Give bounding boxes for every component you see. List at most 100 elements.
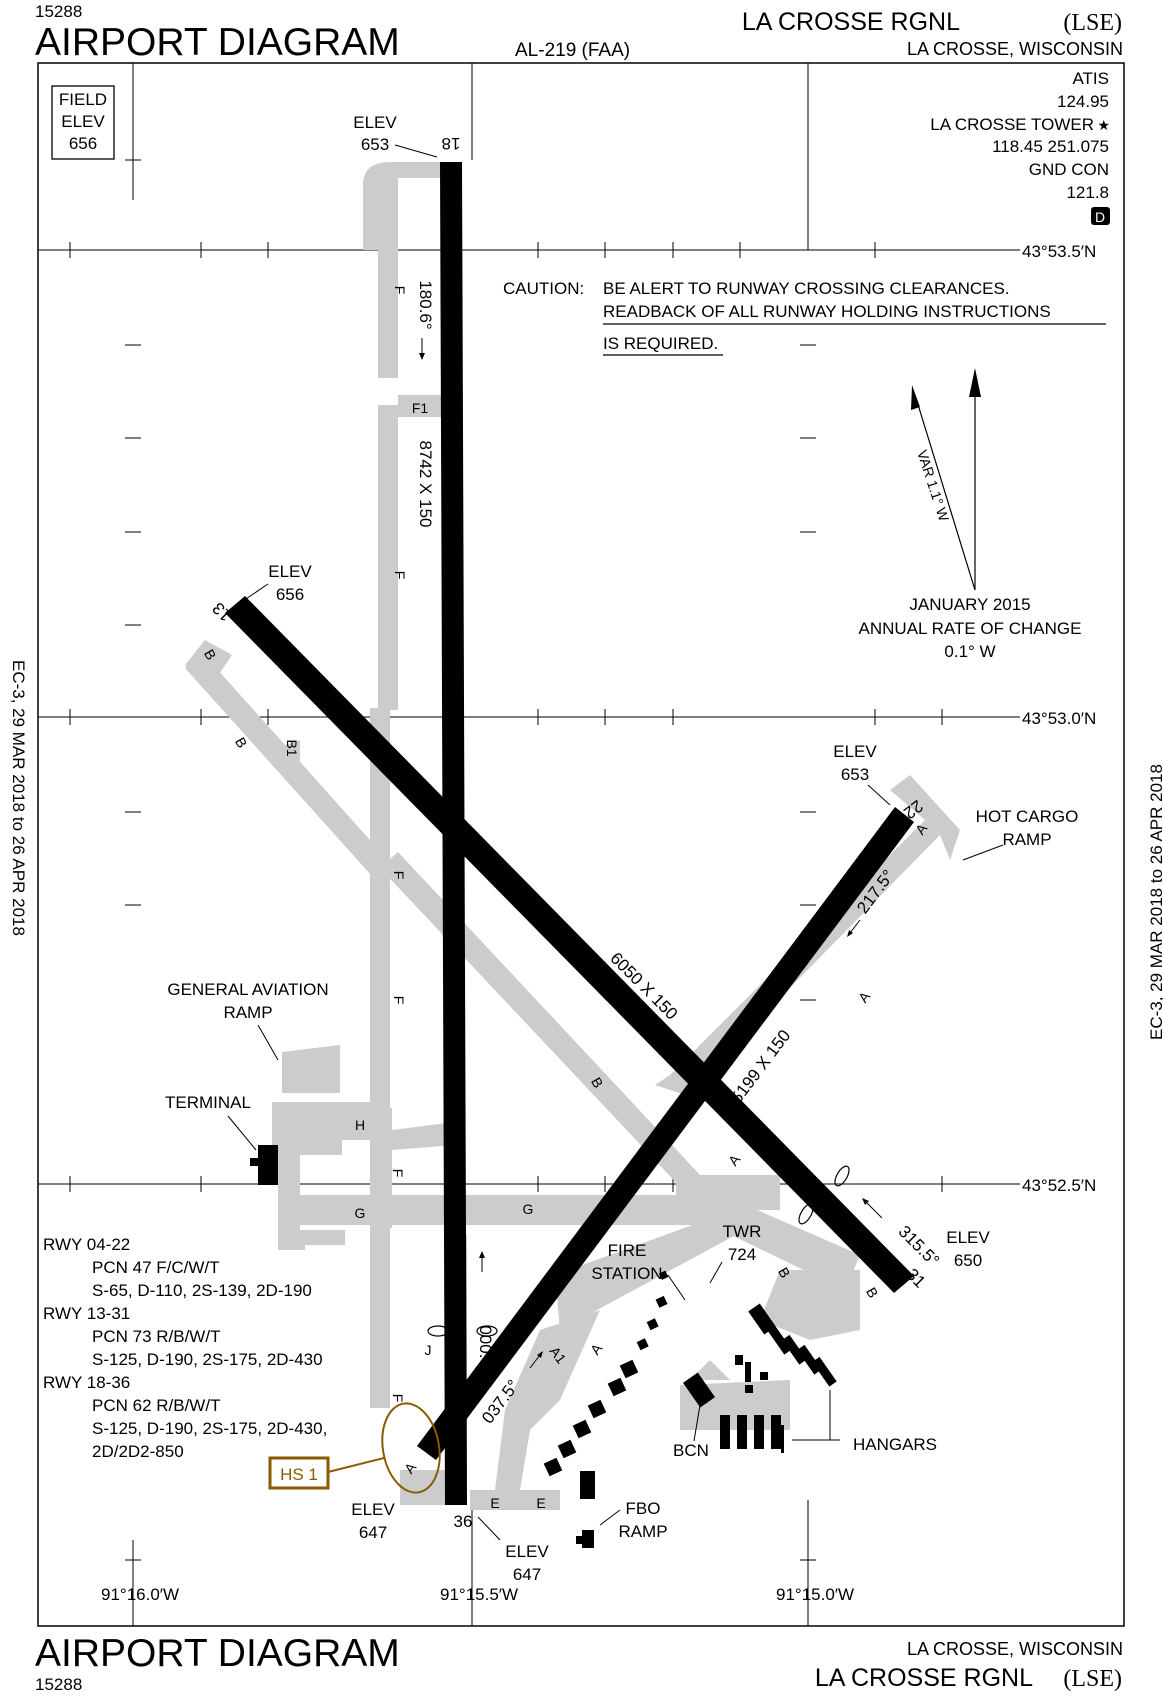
- lon-label-3: 91°15.0′W: [776, 1585, 854, 1604]
- terminal-building: [258, 1145, 278, 1185]
- rwy-heading-315: 315.5°: [895, 1222, 943, 1270]
- lon-label-2: 91°15.5′W: [440, 1585, 518, 1604]
- frequency-block: ATIS 124.95 LA CROSSE TOWER ★ 118.45 251…: [930, 69, 1110, 225]
- rwy-info-04-22-pcn: PCN 47 F/C/W/T: [92, 1258, 220, 1277]
- rwy-heading-000: 000.6°: [476, 1325, 495, 1374]
- airport-name-bottom: LA CROSSE RGNL: [815, 1664, 1033, 1692]
- rwy-info-04-22-title: RWY 04-22: [43, 1235, 130, 1254]
- elev-13: 656: [276, 585, 304, 604]
- effective-dates-left: EC-3, 29 MAR 2018 to 26 APR 2018: [9, 660, 28, 936]
- ground-label: GND CON: [1029, 160, 1109, 179]
- facility-labels: GENERAL AVIATION RAMP TERMINAL HOT CARGO…: [165, 807, 1078, 1541]
- rwy-36-end: 36: [454, 1512, 473, 1531]
- taxiway-G-1: G: [355, 1205, 366, 1221]
- hot-spot-box: [268, 1456, 330, 1490]
- hot-cargo-label-2: RAMP: [1002, 830, 1051, 849]
- terminal-label: TERMINAL: [165, 1093, 251, 1112]
- taxiway-F-3: F: [391, 871, 407, 880]
- rwy-18-36-dimensions: 8742 X 150: [416, 441, 435, 528]
- grid-ticks: [69, 159, 943, 1561]
- taxiway-B1: B1: [284, 739, 300, 756]
- effective-dates-right: EC-3, 29 MAR 2018 to 26 APR 2018: [1147, 764, 1163, 1040]
- elev-36: 647: [513, 1565, 541, 1584]
- field-elev-box: [51, 85, 115, 160]
- rwy-info-18-36-weights: S-125, D-190, 2S-175, 2D-430,: [92, 1419, 327, 1438]
- lat-lon-grid: [38, 63, 1020, 1626]
- rwy-info-18-36-pcn: PCN 62 R/B/W/T: [92, 1396, 220, 1415]
- taxiway-A-4: A: [587, 1340, 606, 1358]
- caution-note: CAUTION: BE ALERT TO RUNWAY CROSSING CLE…: [503, 279, 1106, 356]
- caution-line3: IS REQUIRED.: [603, 334, 718, 353]
- taxiway-B-5: B: [863, 1284, 882, 1300]
- hot-cargo-label-1: HOT CARGO: [976, 807, 1079, 826]
- taxiway-F-5: F: [390, 1169, 406, 1178]
- elev-word-13: ELEV: [268, 562, 312, 581]
- hot-spot-leader: [327, 1457, 385, 1473]
- taxiway-F-2: F: [392, 571, 408, 580]
- caution-prefix: CAUTION:: [503, 279, 584, 298]
- taxiway-A-3: A: [725, 1151, 744, 1169]
- rwy-18-end: 18: [442, 134, 461, 153]
- buildings: [250, 1145, 837, 1548]
- runway-info-block: RWY 04-22 PCN 47 F/C/W/T S-65, D-110, 2S…: [43, 1235, 327, 1461]
- tower-label: TWR: [723, 1222, 762, 1241]
- taxiway-G-2: G: [523, 1201, 534, 1217]
- lon-label-1: 91°16.0′W: [101, 1585, 179, 1604]
- d-atis-icon: [1091, 207, 1110, 225]
- runways: [225, 162, 914, 1505]
- hangars-label: HANGARS: [853, 1435, 937, 1454]
- airport-id-top: (LSE): [1063, 10, 1122, 36]
- caution-line1: BE ALERT TO RUNWAY CROSSING CLEARANCES.: [603, 279, 1010, 298]
- fire-station-label-1: FIRE: [608, 1241, 647, 1260]
- diagram-title-bottom: AIRPORT DIAGRAM: [35, 1632, 400, 1675]
- taxiway-E-1: E: [490, 1495, 499, 1511]
- fire-station-label-2: STATION: [591, 1264, 662, 1283]
- elev-word-36: ELEV: [505, 1542, 549, 1561]
- elev-word-22: ELEV: [833, 742, 877, 761]
- runway-04-22: [417, 807, 914, 1460]
- elev-04: 647: [359, 1523, 387, 1542]
- mag-var-label: VAR 1.1° W: [914, 448, 952, 524]
- rwy-info-04-22-weights: S-65, D-110, 2S-139, 2D-190: [92, 1281, 312, 1300]
- elev-22: 653: [841, 765, 869, 784]
- elev-word-31: ELEV: [946, 1228, 990, 1247]
- doc-number-bottom: 15288: [35, 1675, 82, 1694]
- taxiway-B-2: B: [232, 734, 251, 750]
- taxiway-F-4: F: [391, 996, 407, 1005]
- true-north-arrow: [969, 368, 981, 397]
- field-elev-line1: FIELD: [59, 90, 107, 109]
- star-icon: ★: [1097, 117, 1110, 133]
- tower-label: LA CROSSE TOWER: [930, 115, 1094, 134]
- diagram-frame: [37, 62, 1125, 1627]
- taxiway-H: H: [355, 1117, 365, 1133]
- ga-ramp-label-2: RAMP: [223, 1003, 272, 1022]
- airport-name-top: LA CROSSE RGNL: [742, 8, 960, 36]
- mag-rate-label: ANNUAL RATE OF CHANGE: [859, 619, 1082, 638]
- ground-frequency: 121.8: [1066, 183, 1109, 202]
- field-elev-line2: ELEV: [61, 112, 105, 131]
- lat-label-2: 43°53.0′N: [1022, 709, 1096, 728]
- runway-13-31: [225, 596, 914, 1293]
- atis-label: ATIS: [1072, 69, 1109, 88]
- magnetic-variation: VAR 1.1° W JANUARY 2015 ANNUAL RATE OF C…: [859, 368, 1082, 661]
- city-state-bottom: LA CROSSE, WISCONSIN: [907, 1639, 1123, 1659]
- hold-short-markings: [427, 1165, 850, 1337]
- taxiway-E-2: E: [536, 1495, 545, 1511]
- city-state-top: LA CROSSE, WISCONSIN: [907, 39, 1123, 59]
- lat-label-1: 43°53.5′N: [1022, 242, 1096, 261]
- mag-date: JANUARY 2015: [909, 595, 1030, 614]
- fbo-ramp-label-1: FBO: [626, 1499, 661, 1518]
- lat-label-3: 43°52.5′N: [1022, 1176, 1096, 1195]
- ga-ramp-label-1: GENERAL AVIATION: [167, 980, 328, 999]
- elev-18: 653: [361, 135, 389, 154]
- hot-spot-label: HS 1: [280, 1465, 318, 1484]
- beacon-label: BCN: [673, 1441, 709, 1460]
- taxiway-F-6: F: [390, 1394, 406, 1403]
- rwy-13-end: 13: [209, 598, 236, 625]
- rwy-info-18-36-title: RWY 18-36: [43, 1373, 130, 1392]
- elev-word-04: ELEV: [351, 1500, 395, 1519]
- magnetic-north-arrow: [911, 385, 920, 410]
- taxiway-A-2: A: [855, 988, 874, 1006]
- elev-31: 650: [954, 1251, 982, 1270]
